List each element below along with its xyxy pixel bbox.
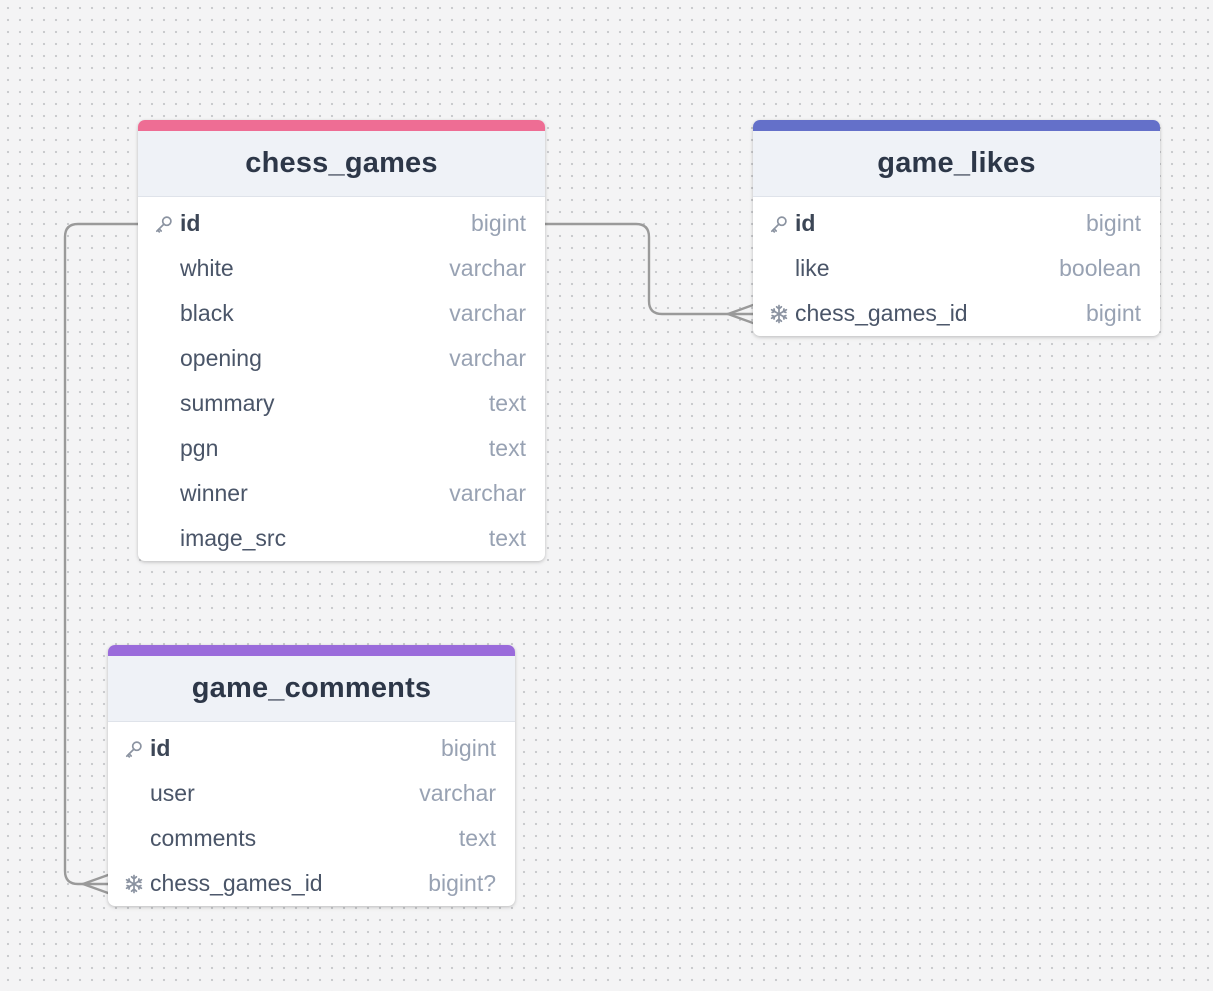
crowfoot-game-comments: [81, 873, 110, 895]
column-type: bigint?: [428, 870, 496, 896]
column-name: image_src: [180, 525, 287, 551]
icon-spacer: [154, 482, 180, 506]
column-name: chess_games_id: [150, 870, 323, 896]
column-row-black[interactable]: black varchar: [138, 291, 545, 336]
column-type: text: [488, 435, 526, 461]
column-name: white: [180, 255, 234, 281]
column-row-id[interactable]: id bigint: [753, 201, 1160, 246]
column-name: summary: [180, 390, 275, 416]
column-name: like: [795, 255, 830, 281]
column-row-white[interactable]: white varchar: [138, 246, 545, 291]
column-type: bigint: [471, 210, 526, 236]
column-name: id: [150, 735, 171, 761]
column-row-chess-games-id[interactable]: chess_games_id bigint: [753, 291, 1160, 336]
snowflake-icon: [124, 872, 150, 896]
column-name: winner: [180, 480, 248, 506]
crowfoot-game-likes: [726, 303, 755, 325]
icon-spacer: [124, 782, 150, 806]
icon-spacer: [154, 257, 180, 281]
column-name: id: [180, 210, 201, 236]
column-list: id bigint like boolean chess_games_id bigint: [753, 197, 1160, 336]
icon-spacer: [154, 347, 180, 371]
column-name: comments: [150, 825, 257, 851]
table-title: game_likes: [877, 147, 1036, 179]
column-name: opening: [180, 345, 262, 371]
table-game-likes[interactable]: game_likes id bigint like boolean chess_game…: [753, 120, 1160, 336]
column-type: varchar: [419, 780, 496, 806]
column-row-summary[interactable]: summary text: [138, 381, 545, 426]
icon-spacer: [769, 257, 795, 281]
table-title: chess_games: [245, 147, 438, 179]
table-accent-bar: [108, 645, 515, 656]
column-name: pgn: [180, 435, 219, 461]
column-row-comments[interactable]: comments text: [108, 816, 515, 861]
column-type: varchar: [449, 345, 526, 371]
icon-spacer: [154, 392, 180, 416]
table-title: game_comments: [191, 672, 432, 704]
table-header[interactable]: game_comments: [108, 656, 515, 722]
column-row-opening[interactable]: opening varchar: [138, 336, 545, 381]
column-type: text: [458, 825, 496, 851]
table-header[interactable]: game_likes: [753, 131, 1160, 197]
column-row-winner[interactable]: winner varchar: [138, 471, 545, 516]
table-accent-bar: [753, 120, 1160, 131]
column-type: bigint: [441, 735, 496, 761]
column-type: bigint: [1086, 210, 1141, 236]
column-type: varchar: [449, 480, 526, 506]
column-row-pgn[interactable]: pgn text: [138, 426, 545, 471]
table-game-comments[interactable]: game_comments id bigint user varchar comment…: [108, 645, 515, 906]
column-type: varchar: [449, 300, 526, 326]
key-icon: [769, 212, 795, 236]
column-type: varchar: [449, 255, 526, 281]
table-header[interactable]: chess_games: [138, 131, 545, 197]
key-icon: [124, 737, 150, 761]
key-icon: [154, 212, 180, 236]
icon-spacer: [154, 437, 180, 461]
column-type: text: [488, 390, 526, 416]
column-row-chess-games-id[interactable]: chess_games_id bigint?: [108, 861, 515, 906]
column-row-like[interactable]: like boolean: [753, 246, 1160, 291]
column-name: black: [180, 300, 234, 326]
column-name: user: [150, 780, 195, 806]
column-type: bigint: [1086, 300, 1141, 326]
table-chess-games[interactable]: chess_games id bigint white varchar black var…: [138, 120, 545, 561]
column-row-image-src[interactable]: image_src text: [138, 516, 545, 561]
column-list: id bigint white varchar black varchar opening v…: [138, 197, 545, 561]
column-name: id: [795, 210, 816, 236]
column-row-id[interactable]: id bigint: [108, 726, 515, 771]
edge-chess-games-to-game-likes: [543, 222, 755, 316]
snowflake-icon: [769, 302, 795, 326]
column-row-user[interactable]: user varchar: [108, 771, 515, 816]
column-name: chess_games_id: [795, 300, 968, 326]
icon-spacer: [154, 527, 180, 551]
column-list: id bigint user varchar comments text chess_gam…: [108, 722, 515, 906]
column-type: text: [488, 525, 526, 551]
table-accent-bar: [138, 120, 545, 131]
column-type: boolean: [1059, 255, 1141, 281]
column-row-id[interactable]: id bigint: [138, 201, 545, 246]
icon-spacer: [154, 302, 180, 326]
icon-spacer: [124, 827, 150, 851]
